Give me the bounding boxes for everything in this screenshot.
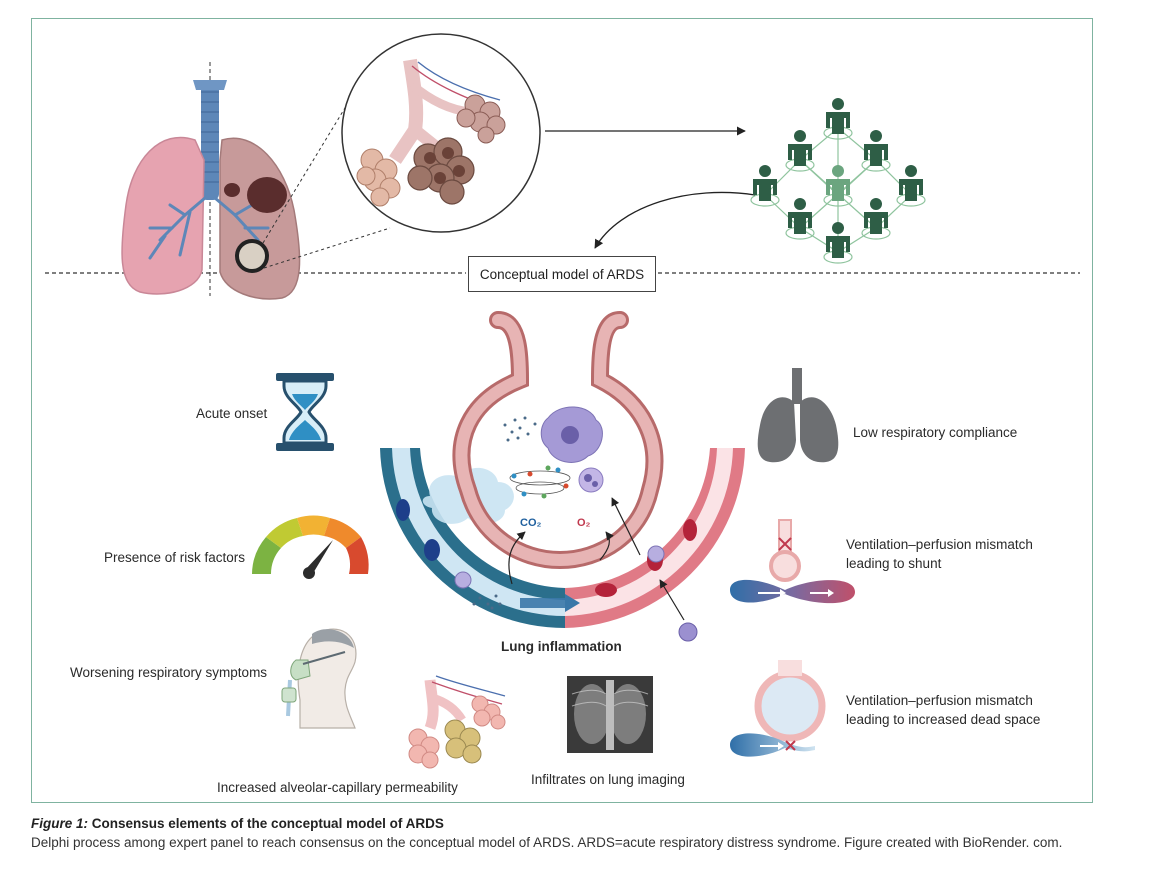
label-co2: CO₂ xyxy=(520,517,542,529)
label-worsening-symptoms: Worsening respiratory symptoms xyxy=(70,665,268,680)
magnifier-icon xyxy=(341,33,541,233)
caption-body: Delphi process among expert panel to rea… xyxy=(31,835,1063,850)
expert-figure xyxy=(826,165,850,201)
expert-figure xyxy=(864,198,888,234)
label-dead-space: Ventilation–perfusion mismatch leading t… xyxy=(846,693,1041,727)
hourglass-icon xyxy=(276,373,334,451)
expert-figure xyxy=(826,222,850,258)
alveoli-icon xyxy=(408,675,506,769)
expert-figure xyxy=(788,130,812,166)
alveolus-capillary-illustration xyxy=(380,311,745,642)
alveoli-icon xyxy=(356,58,506,207)
label-low-compliance: Low respiratory compliance xyxy=(853,425,1018,440)
label-lung-inflammation: Lung inflammation xyxy=(501,639,622,654)
figure-frame xyxy=(31,18,1093,803)
expert-figure xyxy=(826,98,850,134)
label-infiltrates: Infiltrates on lung imaging xyxy=(531,772,685,787)
label-o2: O₂ xyxy=(577,517,591,529)
expert-figure xyxy=(753,165,777,201)
expert-figure xyxy=(788,198,812,234)
caption-figure-label: Figure 1: xyxy=(31,816,89,831)
concept-box-label: Conceptual model of ARDS xyxy=(479,266,645,282)
caption-title: Figure 1: Consensus elements of the conc… xyxy=(31,816,1121,831)
expert-figure xyxy=(864,130,888,166)
zoom-lines xyxy=(262,97,391,269)
xray-icon xyxy=(567,676,653,753)
concept-box: Conceptual model of ARDS xyxy=(468,256,656,292)
lungs-icon xyxy=(121,62,301,300)
gauge-icon xyxy=(252,515,369,579)
oxygen-mask-icon xyxy=(281,628,357,729)
expert-network-icon xyxy=(750,98,926,264)
label-permeability: Increased alveolar-capillary permeabilit… xyxy=(217,780,458,795)
caption-title-text: Consensus elements of the conceptual mod… xyxy=(88,816,444,831)
shunt-icon xyxy=(730,519,855,604)
dead-space-icon xyxy=(730,660,826,757)
label-shunt: Ventilation–perfusion mismatch leading t… xyxy=(846,537,1033,571)
label-risk-factors: Presence of risk factors xyxy=(104,550,246,565)
lung-silhouette-icon xyxy=(757,368,839,463)
figure-caption: Figure 1: Consensus elements of the conc… xyxy=(31,816,1121,852)
label-acute-onset: Acute onset xyxy=(196,406,268,421)
expert-figure xyxy=(899,165,923,201)
